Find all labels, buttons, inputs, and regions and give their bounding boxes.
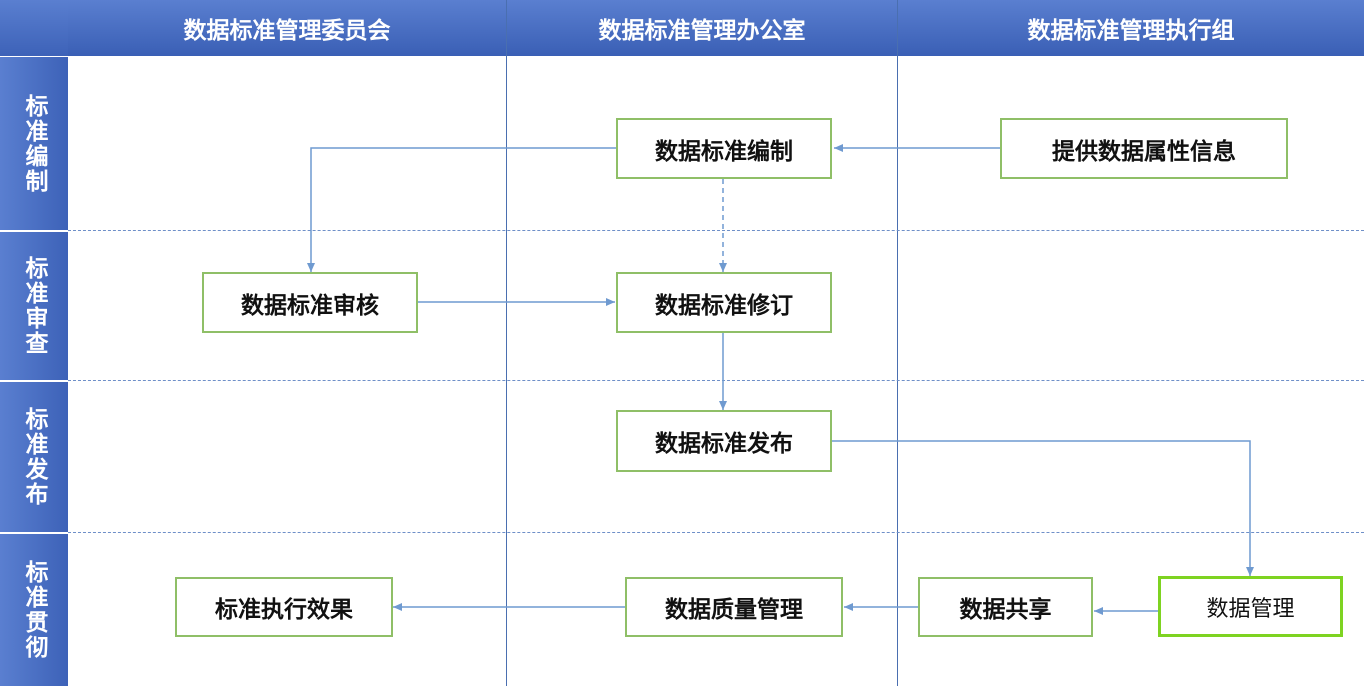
node-standard-review: 数据标准审核 bbox=[202, 272, 418, 333]
column-divider bbox=[897, 0, 898, 686]
node-standard-publish: 数据标准发布 bbox=[616, 410, 832, 472]
node-data-management[interactable]: 数据管理 bbox=[1158, 576, 1343, 637]
row-separator bbox=[68, 532, 1364, 533]
column-header-office: 数据标准管理办公室 bbox=[507, 0, 897, 56]
row-label-compile: 标准编制 bbox=[21, 93, 47, 194]
node-execution-effect: 标准执行效果 bbox=[175, 577, 393, 637]
row-separator bbox=[68, 380, 1364, 381]
node-provide-attribute-info: 提供数据属性信息 bbox=[1000, 118, 1288, 179]
corner-cell bbox=[0, 0, 68, 56]
row-label-review: 标准审查 bbox=[21, 256, 47, 356]
row-header-compile: 标准编制 bbox=[0, 57, 68, 230]
row-header-implement: 标准贯彻 bbox=[0, 534, 68, 686]
arrow-publish-to-data-mgmt bbox=[832, 440, 1254, 576]
arrow-compile-to-review bbox=[307, 147, 616, 272]
row-separator bbox=[68, 230, 1364, 231]
row-label-implement: 标准贯彻 bbox=[21, 560, 47, 660]
column-header-committee: 数据标准管理委员会 bbox=[68, 0, 506, 56]
node-standard-compile: 数据标准编制 bbox=[616, 118, 832, 179]
node-data-sharing: 数据共享 bbox=[918, 577, 1093, 637]
row-header-publish: 标准发布 bbox=[0, 382, 68, 532]
column-header-execution-group: 数据标准管理执行组 bbox=[898, 0, 1364, 56]
column-divider bbox=[506, 0, 507, 686]
row-label-publish: 标准发布 bbox=[21, 407, 47, 507]
node-quality-management: 数据质量管理 bbox=[625, 577, 843, 637]
node-standard-revise: 数据标准修订 bbox=[616, 272, 832, 333]
row-header-review: 标准审查 bbox=[0, 232, 68, 380]
